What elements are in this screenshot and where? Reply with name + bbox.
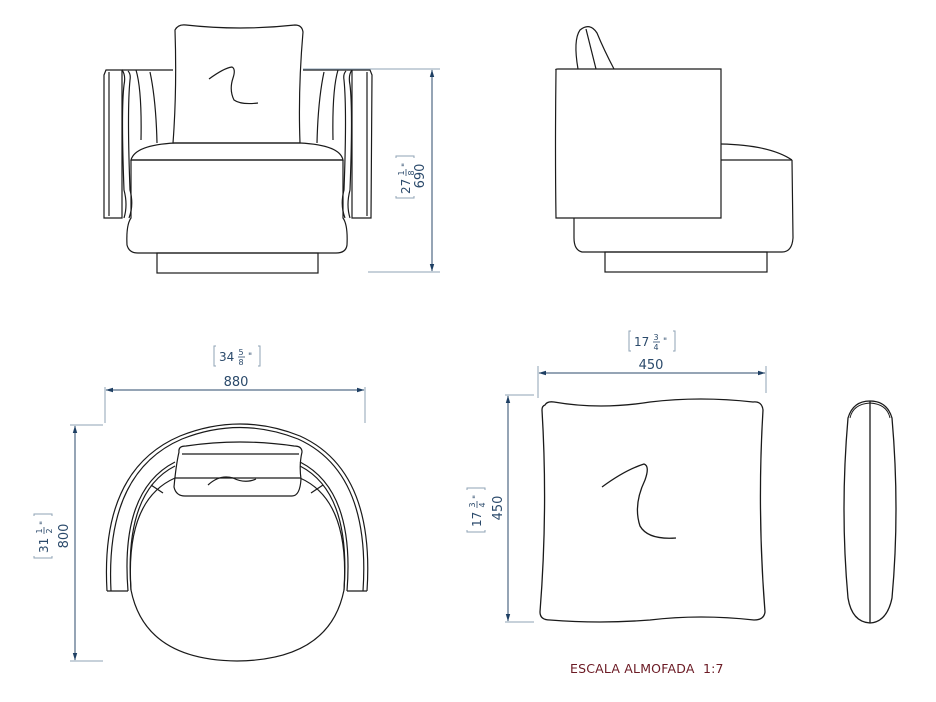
svg-text:2: 2 [45,528,54,533]
cushion-width-inches: 17 3 4 " [628,330,676,352]
back-cushion [172,24,304,144]
svg-text:3: 3 [468,502,477,507]
top-width-inches: 34 5 8 " [213,345,261,367]
seat-cushion [130,142,344,161]
svg-text:3: 3 [653,333,658,342]
top-depth-mm: 800 [57,524,72,549]
cushion-outline [539,398,766,623]
svg-text:8: 8 [407,170,416,175]
front-height-mm: 690 [413,164,428,189]
svg-text:4: 4 [478,502,487,507]
svg-text:": " [401,163,411,167]
seat-circle [129,477,346,662]
side-swivel-base [604,251,768,273]
cushion-side-view [843,400,897,624]
cushion-width-mm: 450 [639,358,664,373]
svg-text:34: 34 [219,350,234,364]
scale-caption-label: ESCALA ALMOFADA [570,661,695,676]
top-depth-inches: 31 1 2 " [33,513,54,559]
side-seat-body [573,159,794,253]
seat-body [126,160,348,254]
svg-text:1: 1 [35,528,44,533]
svg-text:17: 17 [470,512,484,527]
top-depth-dimension: 800 31 1 2 " [33,424,103,662]
svg-text:17: 17 [634,335,649,349]
top-view [105,423,369,662]
svg-text:4: 4 [653,343,658,352]
svg-text:": " [248,352,252,362]
scale-caption-value: 1:7 [702,661,724,676]
cushion-front-view [539,398,766,623]
cushion-width-dimension: 450 17 3 4 " [537,330,767,398]
top-width-mm: 880 [224,375,249,390]
side-view [554,26,794,273]
front-height-dimension: 690 27 1 8 " [303,68,440,273]
svg-text:5: 5 [238,348,243,357]
svg-text:": " [39,521,49,525]
top-pillow [173,441,303,497]
side-back-cushion [575,26,615,70]
svg-text:": " [663,337,667,347]
front-view [103,24,373,274]
svg-text:8: 8 [238,358,243,367]
front-height-inches: 27 1 8 " [395,155,416,199]
cushion-squiggle [601,463,677,539]
svg-text:1: 1 [397,170,406,175]
cushion-height-mm: 450 [491,496,506,521]
cushion-height-inches: 17 3 4 " [466,487,487,533]
svg-text:": " [472,495,482,499]
svg-text:27: 27 [399,179,413,194]
swivel-base [156,252,319,274]
svg-text:31: 31 [37,538,51,553]
cushion-height-dimension: 450 17 3 4 " [466,394,534,623]
top-width-dimension: 880 34 5 8 " [104,345,366,423]
cushion-squiggle [208,66,259,105]
scale-caption: ESCALA ALMOFADA 1:7 [570,661,724,676]
side-arm-block [554,68,722,219]
